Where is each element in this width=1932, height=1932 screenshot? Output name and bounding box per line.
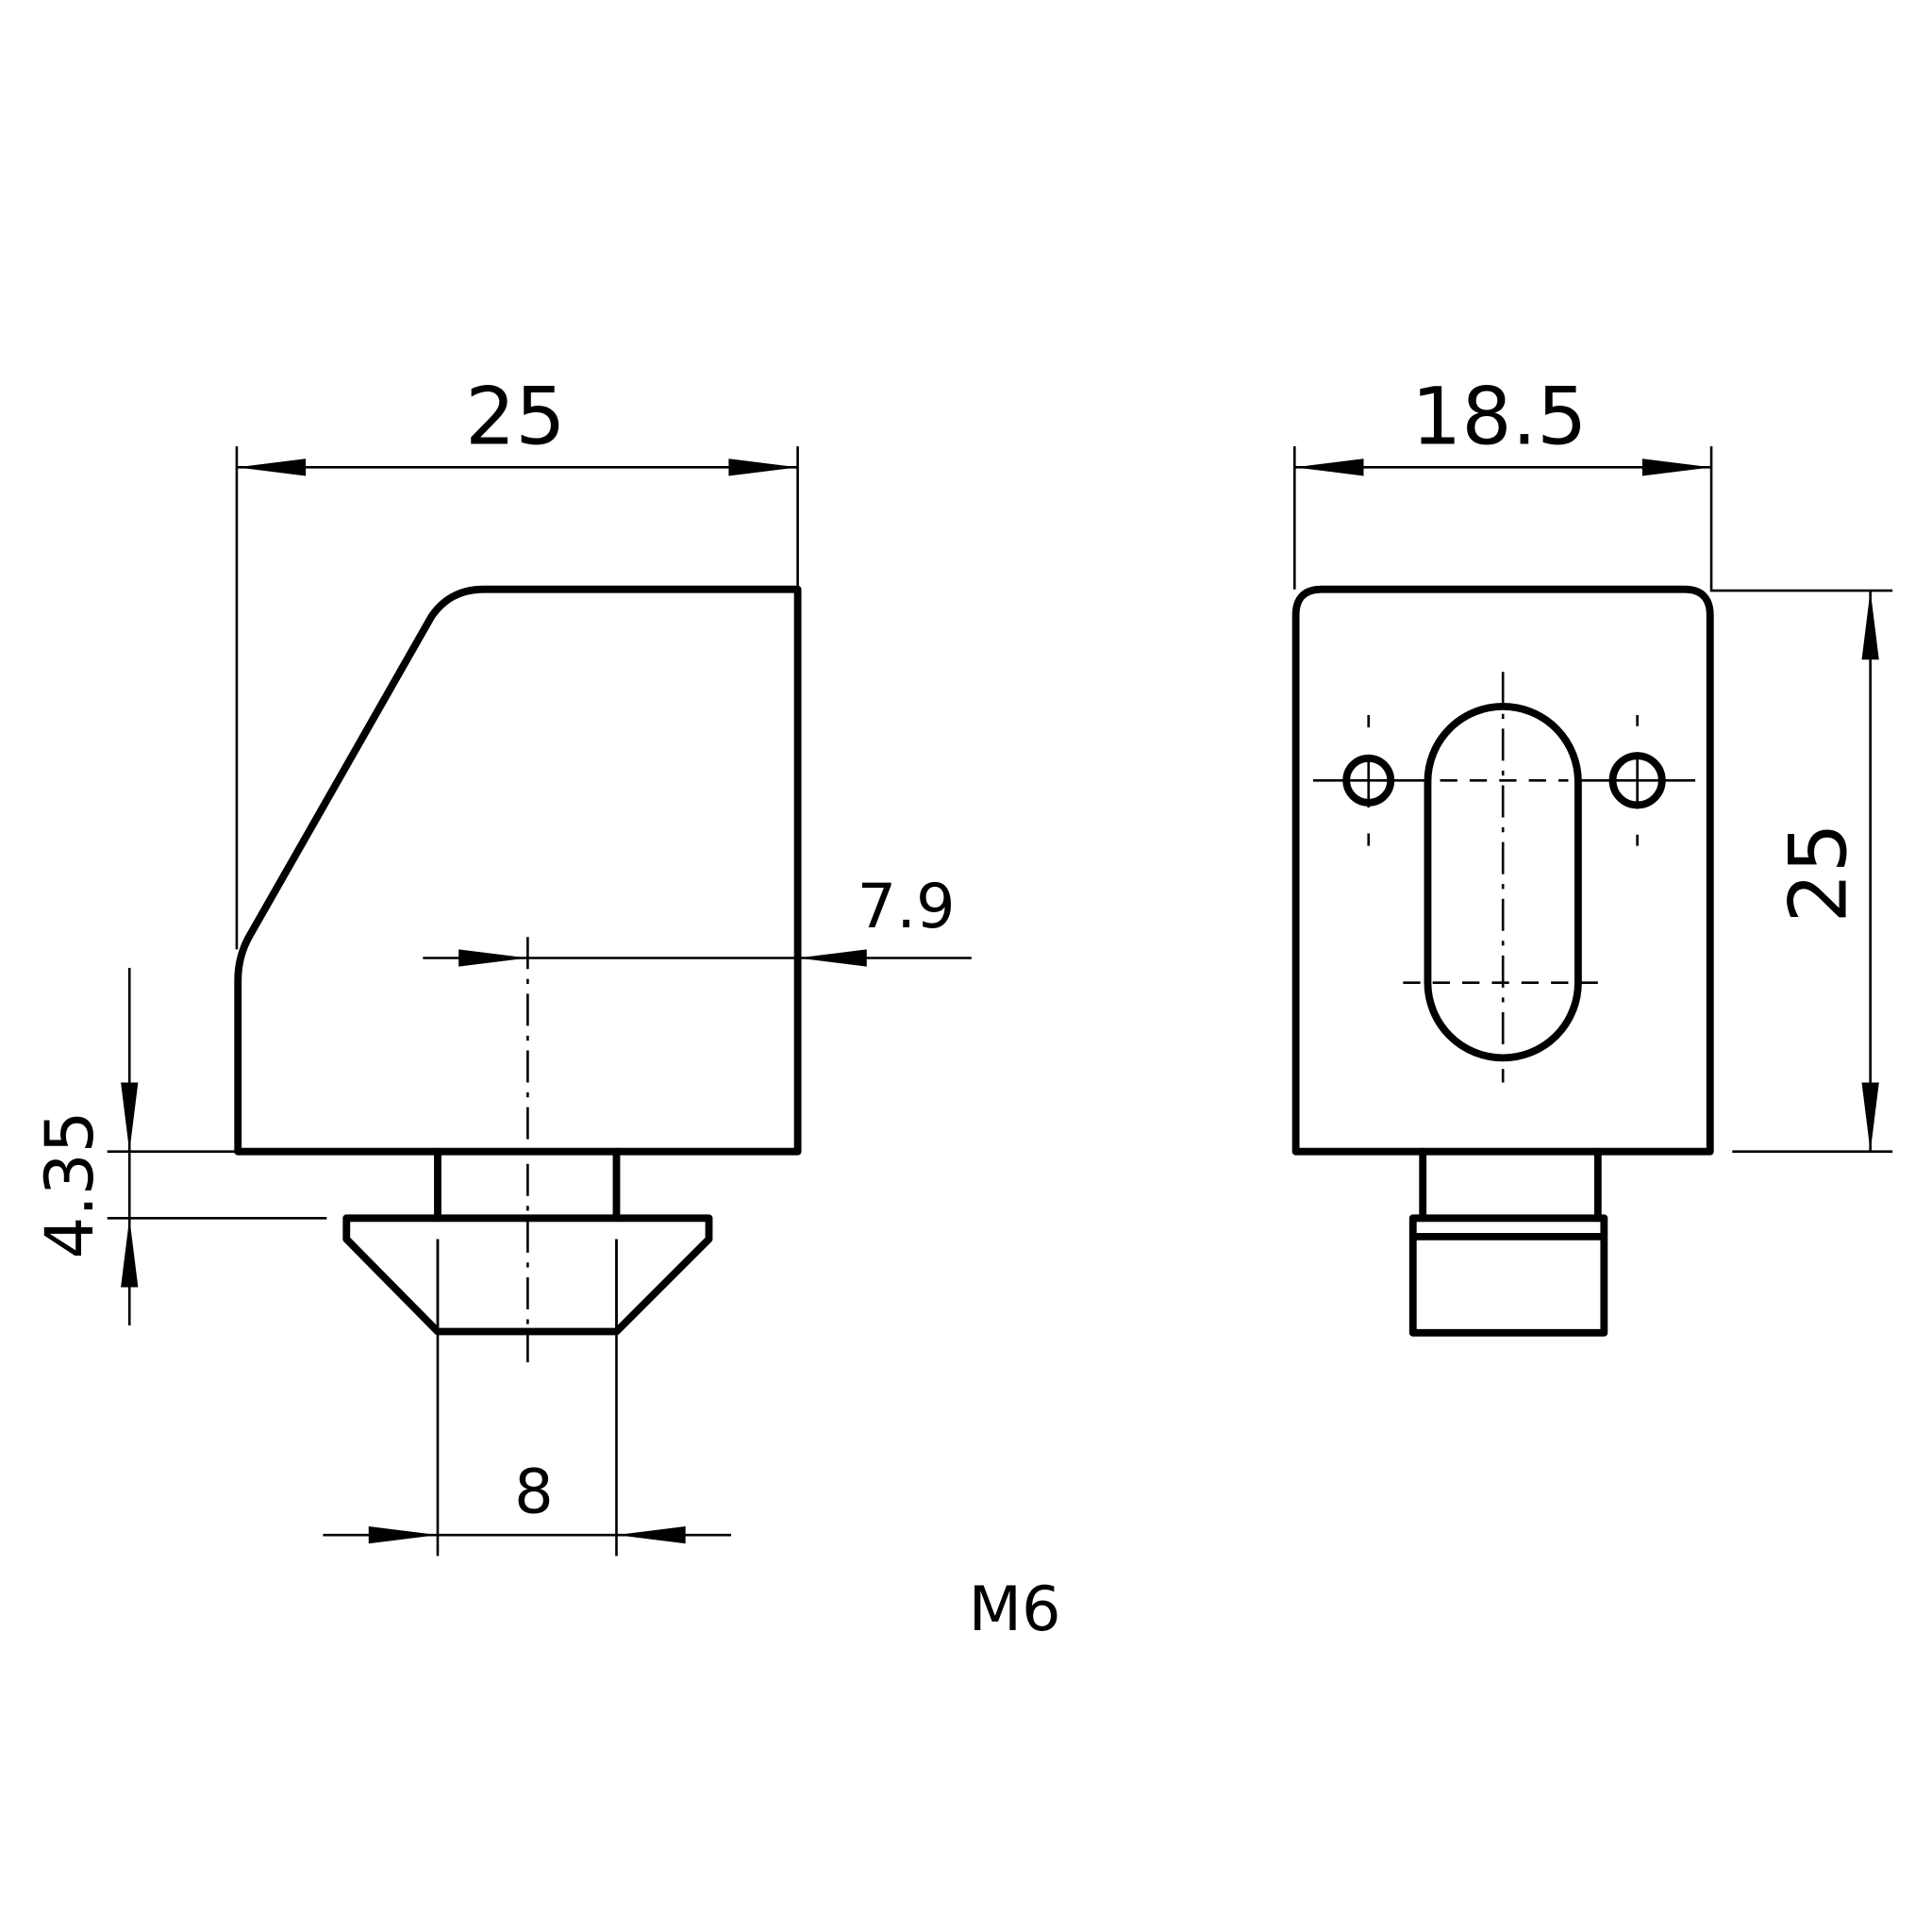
side-neck (434, 1147, 621, 1223)
dim-18.5-lines (1292, 446, 1713, 590)
dim-width-25: 25 (465, 371, 565, 463)
dim-arrow (121, 1082, 139, 1152)
dim-width-18.5: 18.5 (1411, 371, 1587, 463)
dim-4.35-lines (107, 967, 327, 1325)
front-nut (1408, 1214, 1608, 1337)
dim-arrow (368, 1526, 438, 1544)
dim-nut-width-8: 8 (514, 1457, 554, 1528)
dim-25-extension-lines (235, 446, 799, 950)
dim-offset-7.9: 7.9 (858, 871, 956, 942)
dim-25v-lines (1709, 589, 1893, 1154)
dim-arrow (728, 458, 798, 476)
side-body-outline (234, 585, 802, 1156)
dim-arrow (458, 949, 528, 967)
front-body-outline (1291, 585, 1714, 1156)
side-view: 25 7.9 4.35 8 (30, 371, 972, 1557)
dim-arrow (616, 1526, 686, 1544)
dim-arrow (236, 458, 307, 476)
dim-arrow (1861, 1082, 1879, 1152)
dim-arrow (1294, 458, 1364, 476)
dim-arrow (1641, 458, 1712, 476)
dim-arrow (1861, 591, 1879, 660)
dim-arrow (797, 949, 867, 967)
front-view: 18.5 25 (1291, 371, 1893, 1337)
thread-size-label: M6 (969, 1574, 1061, 1645)
dim-arrow (121, 1218, 139, 1288)
dim-height-4.35: 4.35 (30, 1110, 108, 1258)
front-stem (1419, 1147, 1602, 1223)
dim-height-25: 25 (1773, 823, 1865, 923)
hole-crosshairs (1343, 715, 1662, 846)
